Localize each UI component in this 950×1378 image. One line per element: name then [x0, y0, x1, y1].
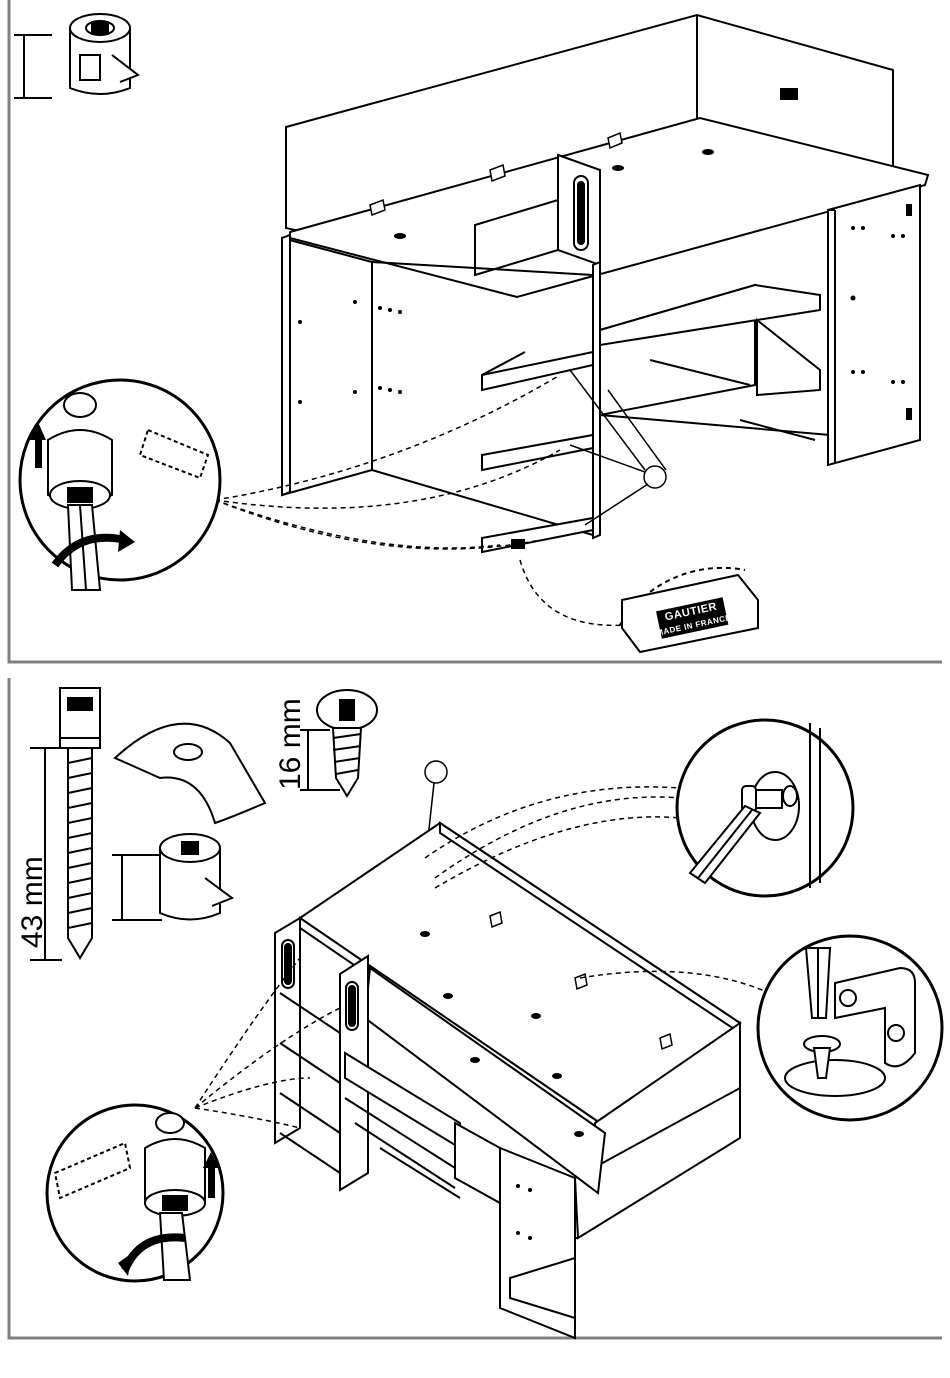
shelf-middle [482, 435, 593, 470]
right-cabinet [500, 1148, 578, 1338]
screw-icon [317, 690, 377, 796]
callout-marker [425, 761, 447, 783]
zoom-detail-brand-label: GAUTIER MADE IN FRANCE [620, 568, 758, 652]
ladder-post [558, 155, 600, 265]
desk-unit [600, 285, 830, 440]
zoom-detail-cam-lock [47, 1105, 223, 1281]
central-divider [372, 262, 600, 538]
right-cabinet [828, 185, 920, 465]
step-panel-top: GAUTIER MADE IN FRANCE [0, 0, 950, 668]
dim-label-screw: 16 mm [274, 698, 307, 790]
left-side-panel [282, 235, 372, 495]
bracket-icon [780, 88, 798, 100]
cam-lock-icon [112, 834, 232, 920]
assembly-illustration-top: GAUTIER MADE IN FRANCE [0, 0, 950, 668]
step-panel-bottom: 43 mm 16 mm [0, 678, 950, 1378]
leader-lines [215, 375, 625, 625]
shelf-upper [482, 352, 593, 390]
bolt-icon [60, 688, 100, 958]
cam-lock-icon [14, 14, 138, 98]
dim-label-bolt: 43 mm [16, 856, 49, 948]
zoom-detail-cam-screw [677, 720, 853, 896]
zoom-detail-cam-lock [20, 380, 220, 590]
zoom-detail-bracket [758, 936, 942, 1120]
washer-icon [115, 724, 265, 823]
assembly-illustration-bottom: 43 mm 16 mm [0, 678, 950, 1378]
